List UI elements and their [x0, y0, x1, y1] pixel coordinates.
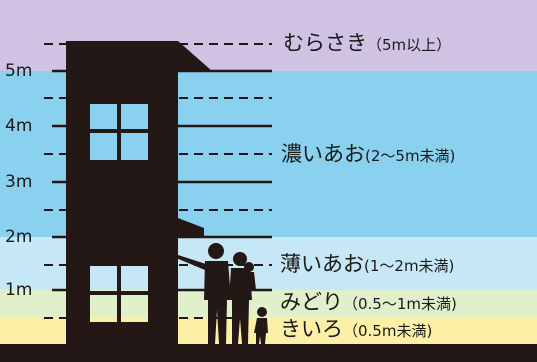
tick-label-3m: 3m	[5, 172, 33, 192]
label-green: みどり（0.5～1m未満)	[280, 292, 457, 313]
label-green-main: みどり	[280, 290, 343, 314]
label-purple-main: むらさき	[283, 31, 367, 55]
tick-label-1m: 1m	[5, 280, 33, 300]
tick-label-4m: 4m	[5, 116, 33, 136]
label-light-blue-sub: (1～2m未満)	[364, 257, 455, 275]
label-dark-blue-sub: (2～5m未満)	[365, 147, 456, 165]
label-yellow-main: きいろ	[280, 317, 343, 341]
label-dark-blue: 濃いあお(2～5m未満)	[281, 144, 455, 165]
label-purple-sub: （5m以上）	[367, 36, 452, 54]
label-yellow: きいろ（0.5m未満)	[280, 319, 432, 340]
building-windows	[90, 104, 148, 322]
tick-label-5m: 5m	[5, 61, 33, 81]
label-green-sub: （0.5～1m未満)	[343, 295, 457, 313]
tick-label-2m: 2m	[5, 227, 33, 247]
label-yellow-sub: （0.5m未満)	[343, 322, 433, 340]
label-purple: むらさき（5m以上）	[283, 33, 451, 54]
people-silhouette	[176, 243, 268, 344]
ground	[0, 344, 537, 362]
label-light-blue-main: 薄いあお	[280, 252, 364, 276]
label-dark-blue-main: 濃いあお	[281, 142, 365, 166]
label-light-blue: 薄いあお(1～2m未満)	[280, 254, 454, 275]
